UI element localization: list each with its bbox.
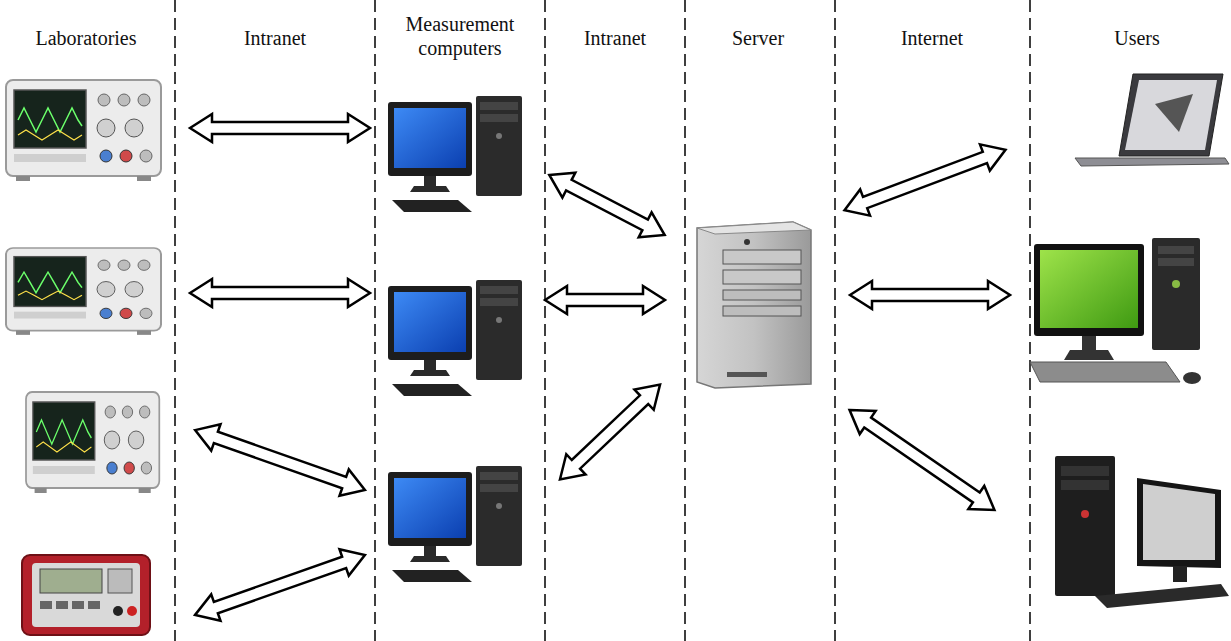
user-desktop [1030, 238, 1201, 384]
server-tower [697, 222, 811, 388]
column-heading: Measurement computers [385, 12, 535, 60]
measurement-computer [388, 280, 522, 396]
column-heading: Laboratories [6, 26, 166, 50]
multimeter [22, 555, 150, 635]
oscilloscope [6, 248, 161, 335]
column-heading: Intranet [180, 26, 370, 50]
measurement-computer [388, 466, 522, 582]
column-heading: Intranet [550, 26, 680, 50]
column-heading: Internet [842, 26, 1022, 50]
column-heading: Server [688, 26, 828, 50]
oscilloscope [6, 80, 161, 181]
double-arrows [190, 114, 1010, 628]
oscilloscope [26, 392, 159, 493]
measurement-computer [388, 96, 522, 212]
user-desktop [1055, 456, 1229, 608]
column-dividers [175, 0, 1030, 641]
column-heading: Users [1047, 26, 1227, 50]
laptop [1075, 74, 1229, 166]
